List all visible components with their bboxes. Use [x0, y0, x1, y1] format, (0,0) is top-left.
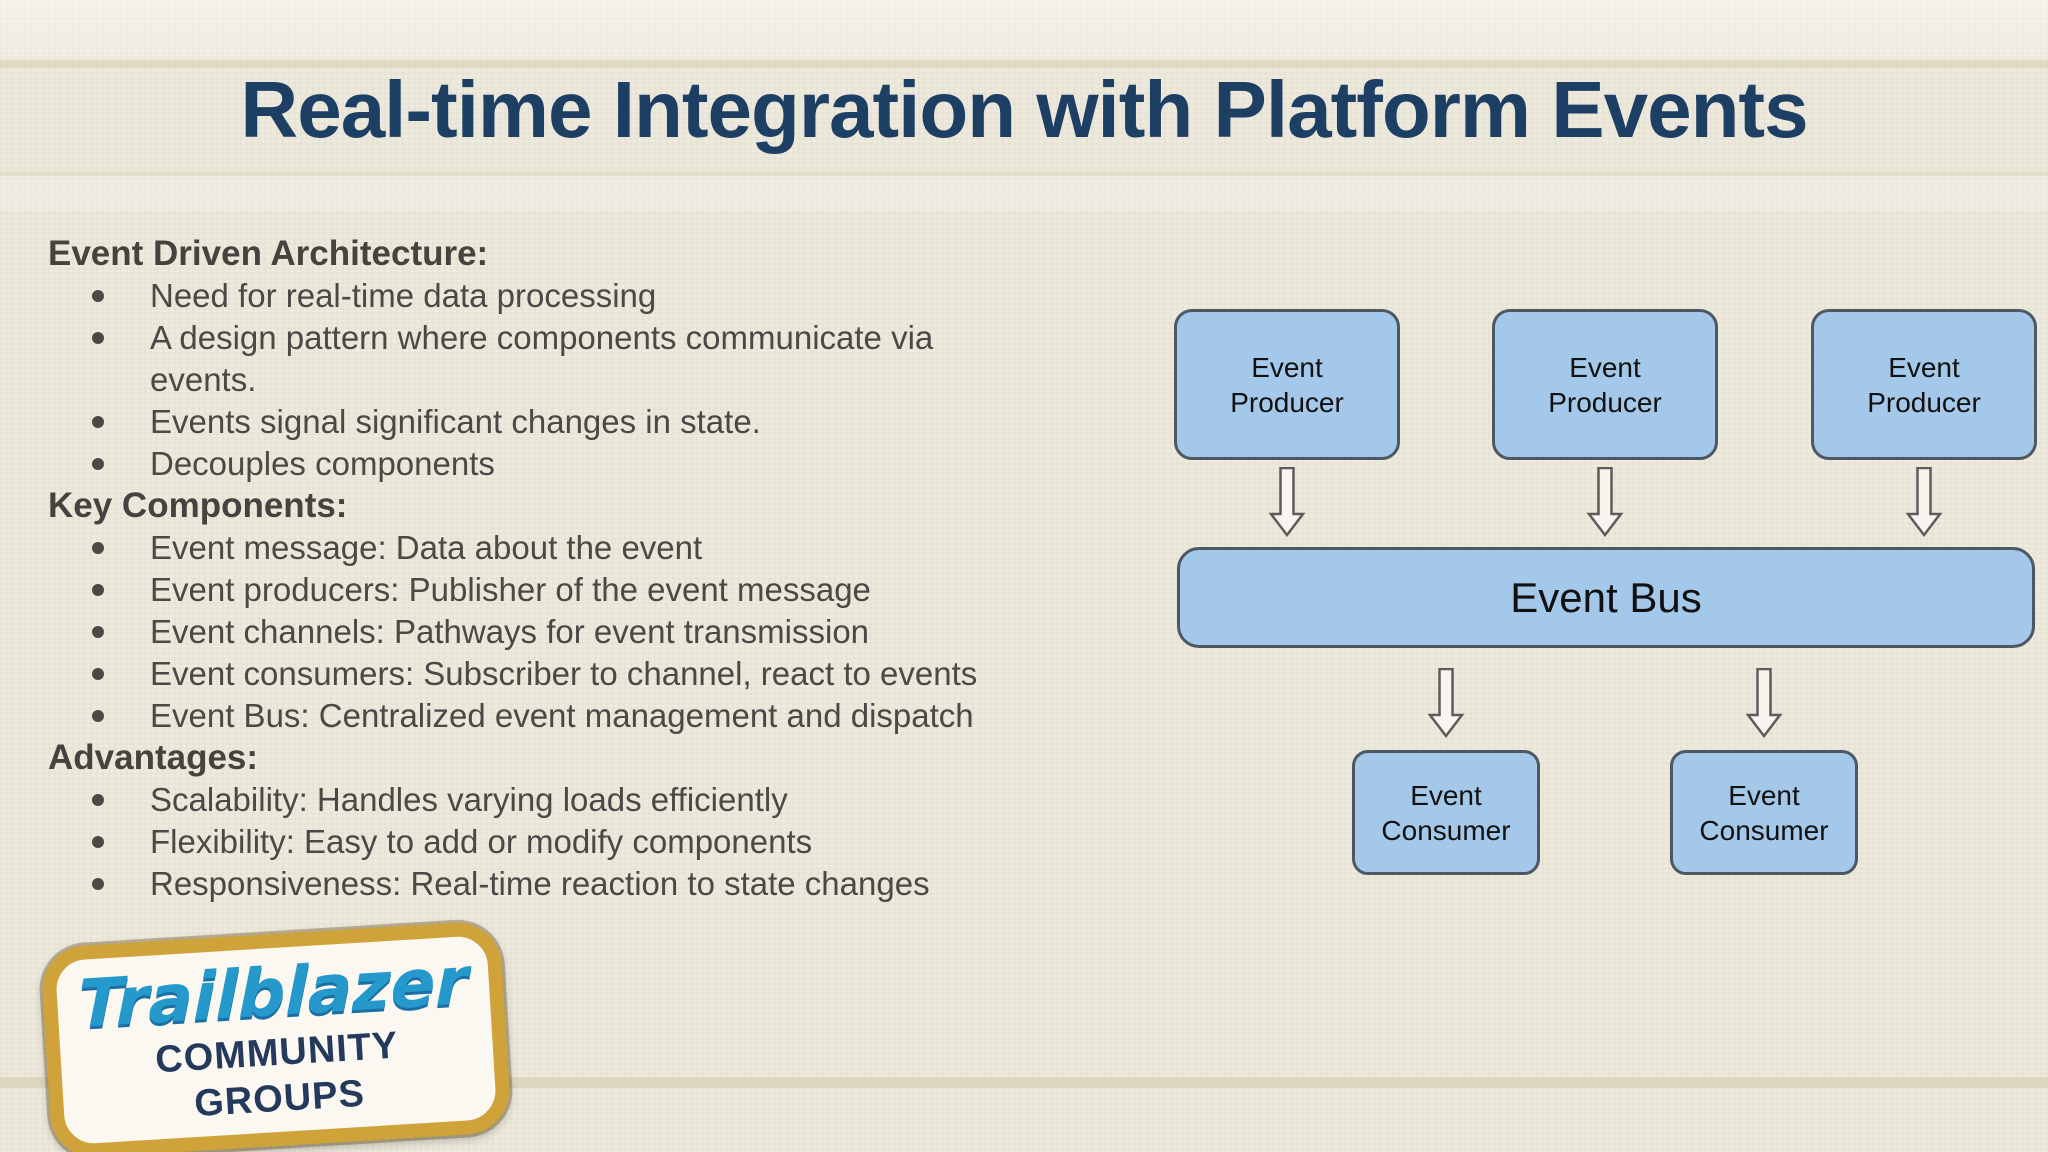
- bullet-text: Event producers: Publisher of the event …: [150, 571, 871, 608]
- event-producer-label: Event Producer: [1230, 351, 1344, 418]
- bullet-text: Scalability: Handles varying loads effic…: [150, 781, 788, 818]
- event-consumer-box-1: Event Consumer: [1352, 750, 1540, 875]
- trailblazer-community-groups-logo: Trailblazer COMMUNITY GROUPS: [39, 920, 513, 1152]
- bullet-dot: [92, 290, 104, 302]
- bullet-dot: [92, 710, 104, 722]
- down-arrow-icon: [1427, 668, 1465, 738]
- event-bus-label: Event Bus: [1510, 573, 1702, 621]
- bullet-row: Scalability: Handles varying loads effic…: [0, 779, 1040, 821]
- event-producer-label: Event Producer: [1548, 351, 1662, 418]
- down-arrow-icon: [1745, 668, 1783, 738]
- bullet-dot: [92, 794, 104, 806]
- bullet-text: Event message: Data about the event: [150, 529, 703, 566]
- event-consumer-box-2: Event Consumer: [1670, 750, 1858, 875]
- bullet-row: Events signal significant changes in sta…: [0, 401, 1040, 443]
- down-arrow-icon: [1268, 467, 1306, 537]
- bullet-text: Event Bus: Centralized event management …: [150, 697, 974, 734]
- bullet-dot: [92, 836, 104, 848]
- paper-ridge-line-bottom: [0, 1077, 2048, 1088]
- down-arrow-icon: [1586, 467, 1624, 537]
- paper-ridge-line-under-title: [0, 171, 2048, 176]
- bullet-row: Event consumers: Subscriber to channel, …: [0, 653, 1040, 695]
- bullet-dot: [92, 878, 104, 890]
- event-producer-box-2: Event Producer: [1492, 309, 1718, 460]
- bullet-row: Responsiveness: Real-time reaction to st…: [0, 863, 1040, 905]
- bullet-text: Flexibility: Easy to add or modify compo…: [150, 823, 813, 860]
- bullet-content: Event Driven Architecture: Need for real…: [0, 233, 1040, 905]
- bullet-text: Events signal significant changes in sta…: [150, 403, 761, 440]
- bullet-dot: [92, 458, 104, 470]
- bullet-dot: [92, 542, 104, 554]
- bullet-text: Event consumers: Subscriber to channel, …: [150, 655, 978, 692]
- paper-ridge-line-top: [0, 60, 2048, 68]
- bullet-dot: [92, 668, 104, 680]
- paper-light-band: [0, 176, 2048, 210]
- bullet-row: Event message: Data about the event: [0, 527, 1040, 569]
- bullet-dot: [92, 626, 104, 638]
- section-heading: Key Components:: [48, 486, 348, 525]
- event-consumer-label: Event Consumer: [1381, 779, 1511, 846]
- bullet-row: Flexibility: Easy to add or modify compo…: [0, 821, 1040, 863]
- bullet-row: Decouples components: [0, 443, 1040, 485]
- bullet-row: Event Bus: Centralized event management …: [0, 695, 1040, 737]
- bullet-row: Event producers: Publisher of the event …: [0, 569, 1040, 611]
- section-heading: Event Driven Architecture:: [48, 234, 489, 273]
- bullet-dot: [92, 584, 104, 596]
- bullet-text: Need for real-time data processing: [150, 277, 657, 314]
- bullet-dot: [92, 332, 104, 344]
- bullet-row: Event channels: Pathways for event trans…: [0, 611, 1040, 653]
- event-producer-box-3: Event Producer: [1811, 309, 2037, 460]
- bullet-text: Responsiveness: Real-time reaction to st…: [150, 865, 930, 902]
- event-producer-label: Event Producer: [1867, 351, 1981, 418]
- bullet-row: A design pattern where components commun…: [0, 317, 1040, 401]
- bullet-text: A design pattern where components commun…: [150, 319, 934, 398]
- bullet-dot: [92, 416, 104, 428]
- down-arrow-icon: [1905, 467, 1943, 537]
- slide-title: Real-time Integration with Platform Even…: [240, 65, 1808, 154]
- event-producer-box-1: Event Producer: [1174, 309, 1400, 460]
- bullet-row: Need for real-time data processing: [0, 275, 1040, 317]
- bullet-text: Decouples components: [150, 445, 495, 482]
- bullet-text: Event channels: Pathways for event trans…: [150, 613, 870, 650]
- section-heading: Advantages:: [48, 738, 259, 777]
- event-consumer-label: Event Consumer: [1699, 779, 1829, 846]
- event-bus-box: Event Bus: [1177, 547, 2035, 648]
